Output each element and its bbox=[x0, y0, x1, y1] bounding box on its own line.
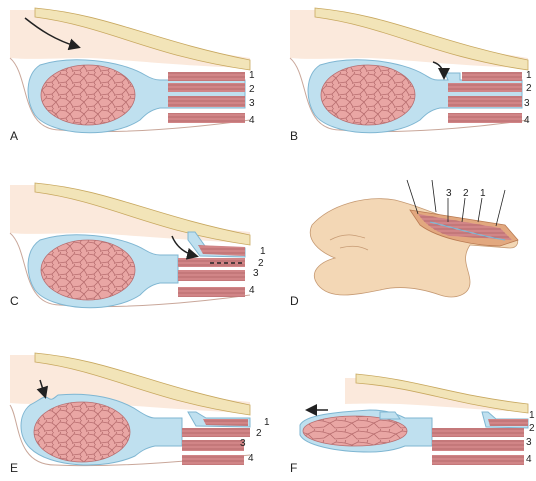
panel-a: 1 2 3 4 A bbox=[10, 8, 255, 143]
panel-c: 1 2 3 4 C bbox=[10, 183, 266, 308]
pointer-line bbox=[478, 198, 482, 222]
muscle-4 bbox=[182, 455, 244, 465]
muscle-2 bbox=[432, 428, 524, 437]
panel-f: 1 2 3 4 F bbox=[290, 374, 535, 475]
gland bbox=[41, 240, 135, 300]
arrow-icon bbox=[433, 62, 444, 77]
layer-number: 3 bbox=[524, 98, 530, 109]
layer-number: 3 bbox=[446, 188, 452, 199]
layer-number: 4 bbox=[524, 115, 530, 126]
gland bbox=[41, 65, 135, 125]
layer-number: 2 bbox=[529, 423, 535, 434]
retractor-suture bbox=[496, 190, 505, 226]
layer-number: 4 bbox=[248, 453, 254, 464]
layer-number: 2 bbox=[526, 83, 532, 94]
muscle-3 bbox=[432, 440, 524, 451]
gland bbox=[321, 65, 415, 125]
panel-b: 1 2 3 4 B bbox=[290, 8, 532, 143]
layer-number: 1 bbox=[249, 70, 255, 81]
layer-number: 3 bbox=[526, 437, 532, 448]
retractor-suture bbox=[432, 180, 436, 212]
muscle-2 bbox=[448, 83, 522, 92]
muscle-3 bbox=[178, 270, 245, 281]
panel-d: 3 2 1 D bbox=[290, 180, 518, 308]
layer-number: 2 bbox=[256, 428, 262, 439]
muscle-3 bbox=[448, 96, 522, 107]
panel-label: A bbox=[10, 129, 18, 143]
muscle-1 bbox=[203, 419, 248, 426]
muscle-2 bbox=[168, 83, 245, 92]
layer-number: 4 bbox=[526, 454, 532, 465]
layer-number: 2 bbox=[463, 188, 469, 199]
panel-label: C bbox=[10, 294, 19, 308]
muscle-3 bbox=[182, 440, 244, 451]
muscle-1 bbox=[462, 72, 522, 81]
layer-number: 4 bbox=[249, 285, 255, 296]
gland-flattened bbox=[303, 416, 407, 446]
gland bbox=[34, 402, 130, 462]
layer-number: 1 bbox=[264, 417, 270, 428]
capsule-peak bbox=[380, 412, 400, 419]
layer-number: 1 bbox=[260, 246, 266, 257]
layer-number: 4 bbox=[249, 115, 255, 126]
muscle-2 bbox=[182, 428, 250, 437]
layer-number: 1 bbox=[526, 70, 532, 81]
muscle-4 bbox=[178, 287, 245, 297]
panel-label: F bbox=[290, 461, 297, 475]
layer-number: 1 bbox=[480, 188, 486, 199]
muscle-1 bbox=[488, 419, 528, 426]
muscle-4 bbox=[168, 113, 245, 123]
muscle-3 bbox=[168, 96, 245, 107]
layer-number: 3 bbox=[249, 98, 255, 109]
layer-number: 2 bbox=[258, 258, 264, 269]
layer-number: 3 bbox=[253, 268, 259, 279]
panel-label: D bbox=[290, 294, 299, 308]
panel-e: 1 2 3 4 E bbox=[10, 353, 270, 475]
layer-number: 3 bbox=[240, 438, 246, 449]
panel-label: B bbox=[290, 129, 298, 143]
layer-number: 2 bbox=[249, 84, 255, 95]
layer-number: 1 bbox=[529, 410, 535, 421]
muscle-4 bbox=[448, 113, 522, 123]
muscle-1 bbox=[168, 72, 245, 81]
muscle-4 bbox=[432, 455, 524, 465]
panel-label: E bbox=[10, 461, 18, 475]
